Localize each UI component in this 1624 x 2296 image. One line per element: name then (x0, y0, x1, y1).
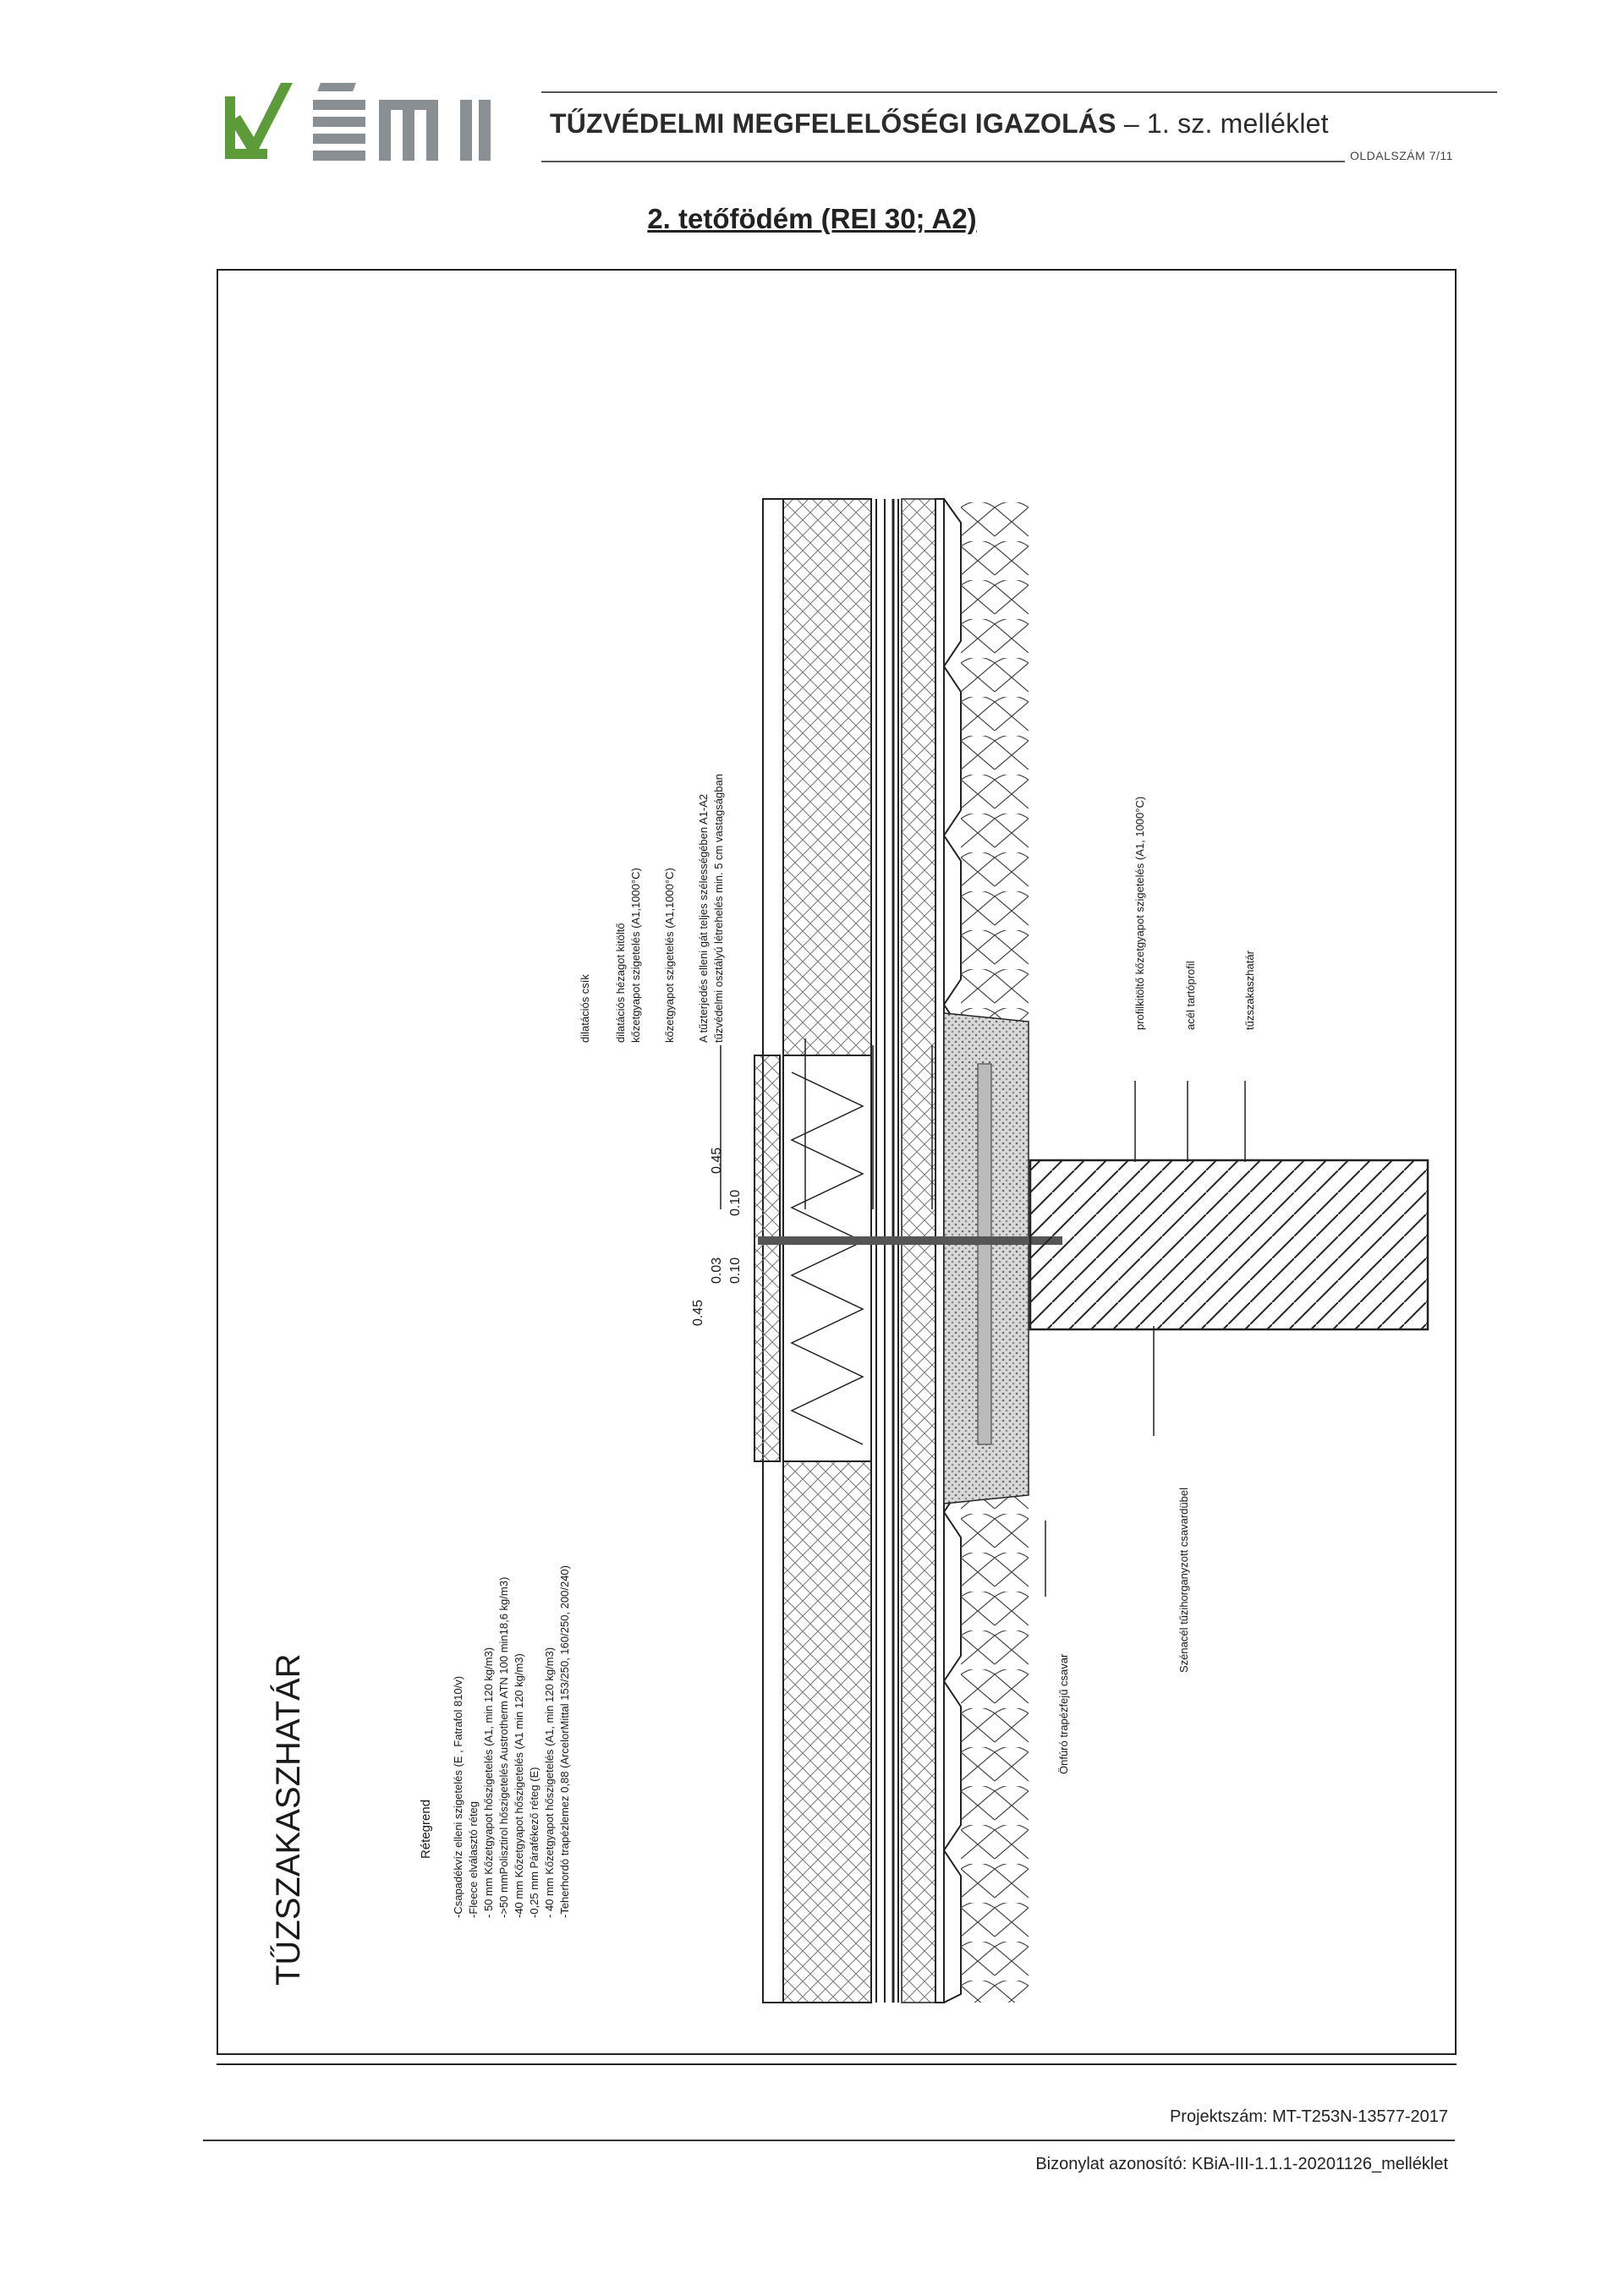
header-title-suffix: – 1. sz. melléklet (1116, 108, 1329, 139)
footer-rule (203, 2140, 1455, 2141)
dim-010-a: 0.10 (728, 1258, 743, 1284)
annot-screw-anchor: Szénacél tűzihorganyzott csavardübel (1177, 1488, 1190, 1673)
emi-logo (222, 71, 526, 164)
layer-item: ->50 mmPolisztirol hőszigetelés Austroth… (497, 1577, 510, 1918)
dim-003: 0.03 (710, 1258, 724, 1284)
header-title-main: TŰZVÉDELMI MEGFELELŐSÉGI IGAZOLÁS (550, 108, 1116, 139)
annot-steel-profile: acél tartóprofil (1184, 961, 1197, 1030)
annot-dilatation-strip: dilatációs csík (579, 974, 591, 1043)
annot-rockwool-2: kőzetgyapot szigetelés (A1,1000°C) (663, 868, 676, 1043)
dimension-marks: 0.45 0.45 0.03 0.10 0.10 (691, 1148, 743, 1326)
certificate-id: Bizonylat azonosító: KBiA-III-1.1.1-2020… (1035, 2155, 1448, 2173)
annot-fire-barrier-2: tűzvédelmi osztályú létrehelés min. 5 cm… (712, 774, 725, 1043)
layer-list: Rétegrend -Csapadékvíz elleni szigetelés… (419, 1565, 571, 1918)
annot-fire-barrier-1: A tűzterjedés elleni gát teljes szélessé… (697, 794, 710, 1043)
annot-profile-fill: profilkitöltő kőzetgyapot szigetelés (A1… (1133, 797, 1146, 1030)
left-annotations: dilatációs csík dilatációs hézagot kitöl… (579, 774, 725, 1043)
layer-item: -40 mm Kőzetgyapot hőszigetelés (A1 min … (513, 1653, 525, 1918)
annot-fire-compartment: tűzszakaszhatár (1243, 950, 1256, 1030)
fire-wall (1029, 1159, 1429, 1331)
layer-item: -Teherhordó trapézlemez 0,88 (ArcelorMit… (558, 1565, 571, 1918)
dim-010-b: 0.10 (728, 1190, 743, 1216)
layer-item: -Fleece elválasztó réteg (467, 1801, 480, 1918)
dim-045-a: 0.45 (691, 1300, 705, 1326)
header-top-rule (541, 91, 1497, 93)
leader-lines (720, 1038, 1246, 1597)
drawing-title: TŰZSZAKASZHATÁR (269, 1653, 307, 1986)
drawing-frame-bottom-rule (217, 2063, 1457, 2065)
layer-item: - 40 mm Kőzetgyapot hőszigetelés (A1, mi… (543, 1647, 556, 1918)
technical-drawing: 0.45 0.45 0.03 0.10 0.10 TŰZSZAKASZHATÁR… (217, 269, 1457, 2055)
page-number: OLDALSZÁM 7/11 (1350, 149, 1453, 162)
dim-045-b: 0.45 (710, 1148, 724, 1174)
annot-self-drilling-screw: Önfúró trapézfejű csavar (1057, 1653, 1070, 1774)
drawing-frame (217, 269, 1457, 2055)
right-annotations: profilkitöltő kőzetgyapot szigetelés (A1… (1057, 797, 1256, 1774)
header-bottom-rule (541, 161, 1345, 162)
layer-item: - 50 mm Kőzetgyapot hőszigetelés (A1, mi… (482, 1647, 495, 1918)
project-number: Projektszám: MT-T253N-13577-2017 (1169, 2107, 1448, 2126)
fire-barrier (754, 1012, 1062, 1504)
layers-heading: Rétegrend (419, 1800, 433, 1859)
header-title: TŰZVÉDELMI MEGFELELŐSÉGI IGAZOLÁS – 1. s… (550, 108, 1329, 140)
annot-rockwool-1: kőzetgyapot szigetelés (A1,1000°C) (629, 868, 642, 1043)
section-title: 2. tetőfödém (REI 30; A2) (647, 203, 977, 234)
layer-item: -Csapadékvíz elleni szigetelés (E , Fatr… (452, 1676, 464, 1918)
layer-item: -0,25 mm Páraféke​ző réteg (E) (528, 1767, 540, 1918)
annot-joint-fill: dilatációs hézagot kitöltő (614, 923, 627, 1043)
